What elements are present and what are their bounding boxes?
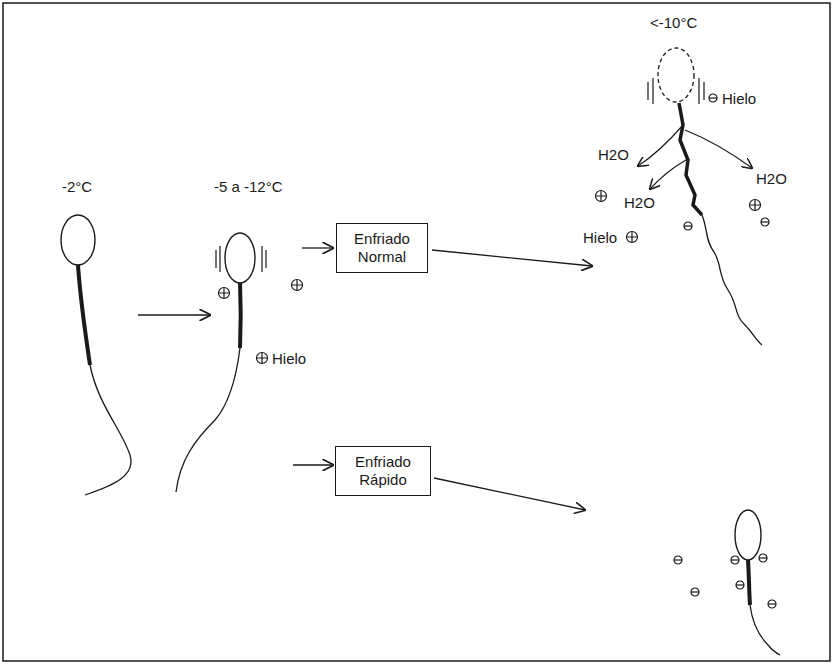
box-label: Enfriado Rápido: [342, 453, 424, 489]
damaged-sperm-cell: [638, 48, 762, 345]
sperm-tail: [750, 605, 780, 655]
temperature-label: -5 a -12°C: [214, 178, 283, 195]
water-label: H2O: [624, 194, 655, 211]
sperm-midpiece: [748, 560, 750, 605]
sperm-head: [225, 233, 255, 283]
charge-symbol: [709, 94, 717, 102]
process-box: Enfriado Normal: [336, 223, 428, 273]
vibration-marks: [648, 78, 704, 104]
water-arrow: [638, 125, 683, 166]
temperature-label: -2°C: [62, 178, 92, 195]
arrow: [434, 478, 585, 510]
ice-label: Hielo: [722, 90, 756, 107]
ice-label: Hielo: [272, 350, 306, 367]
ice-crystal-symbol: [292, 280, 303, 291]
water-label: H2O: [598, 146, 629, 163]
charge-symbol: [691, 588, 699, 596]
cracked-midpiece: [679, 103, 702, 215]
charge-symbol: [731, 556, 739, 564]
ice-crystal-symbol: [257, 353, 268, 364]
water-arrow: [650, 160, 686, 189]
water-label: H2O: [756, 170, 787, 187]
water-arrow: [685, 130, 752, 168]
temperature-label: <-10°C: [650, 14, 697, 31]
vibration-marks: [216, 246, 266, 272]
sperm-head: [658, 48, 694, 102]
sperm-midpiece: [238, 283, 243, 348]
sperm-cell: [735, 510, 780, 655]
charge-symbol: [684, 222, 692, 230]
ice-label: Hielo: [583, 229, 617, 246]
ice-crystal-symbol: [750, 200, 761, 211]
sperm-tail: [85, 365, 131, 495]
charge-symbol: [761, 218, 769, 226]
charge-symbol: [674, 556, 682, 564]
charge-symbol: [759, 554, 767, 562]
arrow: [138, 314, 210, 315]
ice-crystal-symbol: [596, 191, 607, 202]
arrow: [293, 464, 333, 465]
sperm-cell: [61, 215, 131, 495]
arrow: [432, 250, 592, 266]
charge-symbol: [768, 600, 776, 608]
sperm-head: [61, 215, 95, 265]
box-label: Enfriado Normal: [343, 230, 421, 266]
frame: [3, 3, 830, 661]
sperm-head: [735, 510, 761, 560]
process-box: Enfriado Rápido: [335, 446, 431, 496]
sperm-midpiece: [78, 265, 90, 365]
arrow: [302, 247, 333, 248]
sperm-cell: [176, 233, 266, 492]
ice-crystal-symbol: [627, 232, 638, 243]
sperm-tail: [702, 215, 762, 345]
ice-crystal-symbol: [219, 288, 230, 299]
charge-symbol: [736, 581, 744, 589]
sperm-tail: [176, 348, 240, 492]
